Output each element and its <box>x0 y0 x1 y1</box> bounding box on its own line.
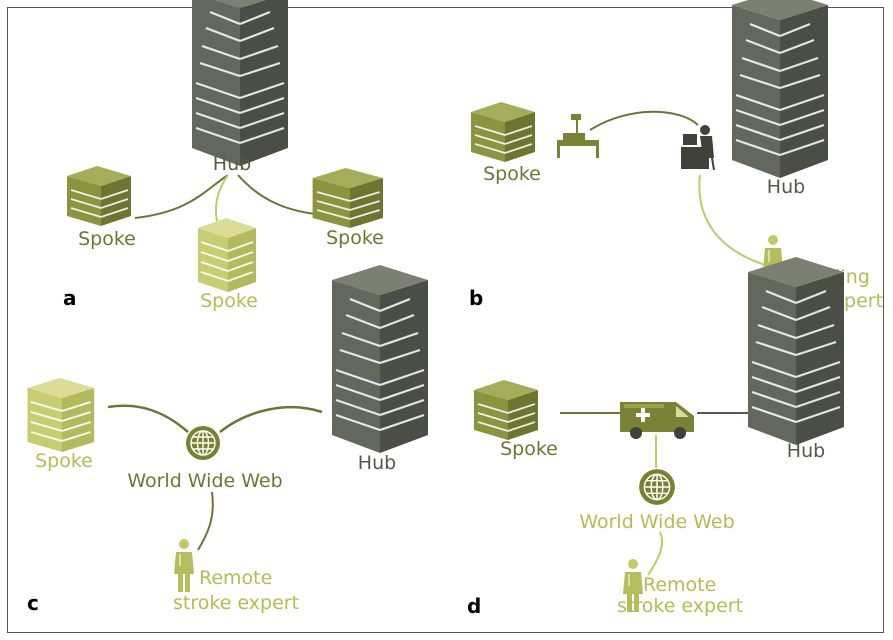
spoke-label-b: Spoke <box>483 163 541 185</box>
panel-letter-c: c <box>27 591 39 615</box>
spoke-label-a-center: Spoke <box>200 290 258 312</box>
spoke-building-a-right <box>311 167 384 229</box>
expert-label-c-line1: Remote <box>199 567 272 589</box>
hub-building-c <box>330 263 430 455</box>
hub-label-d: Hub <box>787 440 825 462</box>
spoke-building-a-center <box>197 217 257 293</box>
expert-label-c-line2: stroke expert <box>173 592 299 614</box>
remote-expert-icon-c <box>173 538 195 593</box>
hub-label-a: Hub <box>213 153 251 175</box>
panel-c: Spoke World Wide Web Hub Remote stroke e… <box>26 263 430 615</box>
panel-letter-b: b <box>469 286 483 310</box>
panel-letter-a: a <box>63 286 77 310</box>
panel-b: Spoke Hub Traveling stroke expert b <box>469 0 883 312</box>
panel-d: Spoke Hub World Wide Web Remote stroke e… <box>467 255 846 618</box>
hub-label-c: Hub <box>358 452 396 474</box>
link-c-www-hub <box>219 405 323 433</box>
figure-frame <box>7 7 884 633</box>
doctor-at-desk-icon <box>681 125 715 171</box>
expert-label-d-line2: stroke expert <box>617 595 743 617</box>
hub-building-a <box>190 0 290 168</box>
hub-building-b <box>730 0 830 180</box>
spoke-label-a-left: Spoke <box>78 228 136 250</box>
globe-icon-c <box>185 425 221 461</box>
hub-label-b: Hub <box>767 176 805 198</box>
www-label-d: World Wide Web <box>579 511 734 533</box>
spoke-building-a-left <box>66 165 132 227</box>
ambulance-icon <box>620 402 694 439</box>
link-a-left <box>134 174 229 219</box>
link-d-expert <box>647 531 664 576</box>
patient-bed-icon <box>557 114 599 158</box>
spoke-label-c: Spoke <box>35 450 93 472</box>
link-b-spoke-hub <box>589 110 699 131</box>
spoke-label-d: Spoke <box>500 438 558 460</box>
expert-label-d-line1: Remote <box>643 574 716 596</box>
hub-building-d <box>746 255 846 447</box>
link-b-expert <box>698 174 766 266</box>
link-c-spoke-www <box>107 404 189 433</box>
globe-icon-d <box>638 468 676 506</box>
panel-letter-d: d <box>467 594 481 618</box>
spoke-building-c <box>26 376 96 454</box>
panel-a: Hub Spoke Spoke Spoke a <box>63 0 384 312</box>
link-c-expert <box>197 491 214 551</box>
www-label-c: World Wide Web <box>127 470 282 492</box>
link-a-right <box>237 174 316 215</box>
spoke-building-b <box>470 101 536 163</box>
spoke-building-d <box>473 379 539 441</box>
spoke-label-a-right: Spoke <box>326 227 384 249</box>
